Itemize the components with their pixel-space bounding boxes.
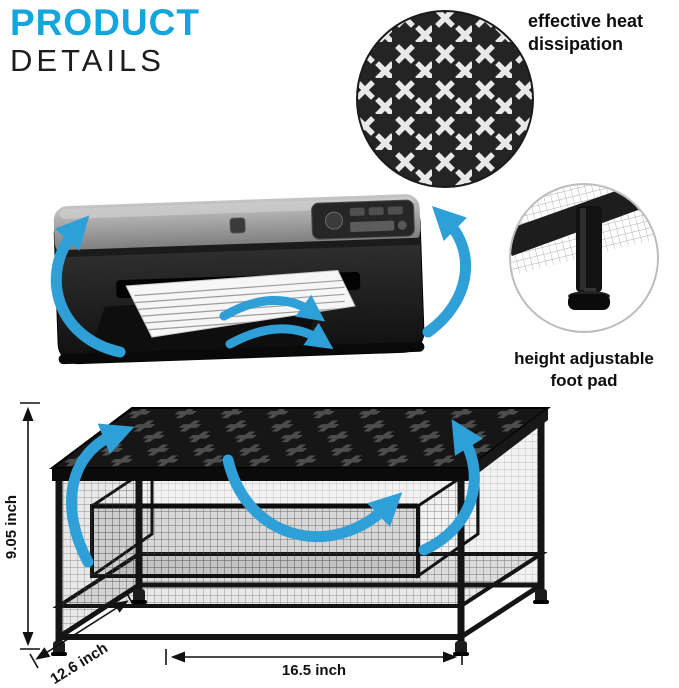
stand-graphic [49,407,551,656]
width-dimension-arrow [165,649,463,665]
airflow-arrow [422,205,472,338]
foot-callout-line2: foot pad [550,371,618,391]
heat-dissipation-detail-icon [356,10,534,188]
printer-airflow-arrows [50,205,472,358]
airflow-arrow [50,215,126,358]
printer-emblem [229,217,246,234]
dimension-arrows [20,402,463,669]
stand-airflow-arrows [66,419,483,568]
height-dimension-arrow [20,402,40,650]
foot-pad-callout: height adjustable foot pad [492,348,676,392]
airflow-arrow [219,294,326,322]
heat-dissipation-callout: effective heat dissipation [528,10,676,56]
depth-dimension-arrow [29,591,135,669]
height-dimension-label: 9.05 inch [3,494,20,560]
airflow-arrow [222,454,403,543]
foot-callout-line1: height adjustable [514,349,654,368]
width-dimension-label: 16.5 inch [281,662,347,679]
page-title-line2: DETAILS [10,42,165,78]
heat-callout-line2: dissipation [528,34,624,55]
page-title: PRODUCT DETAILS [10,2,200,78]
airflow-arrow [225,322,334,350]
heat-callout-line1: effective heat [528,11,644,31]
printer-control-panel [311,199,415,240]
airflow-arrow [66,423,135,568]
page-title-line1: PRODUCT [10,2,200,43]
stand-top-surface [49,407,551,481]
foot-pad-detail-icon [509,183,659,333]
airflow-arrow [418,419,483,556]
